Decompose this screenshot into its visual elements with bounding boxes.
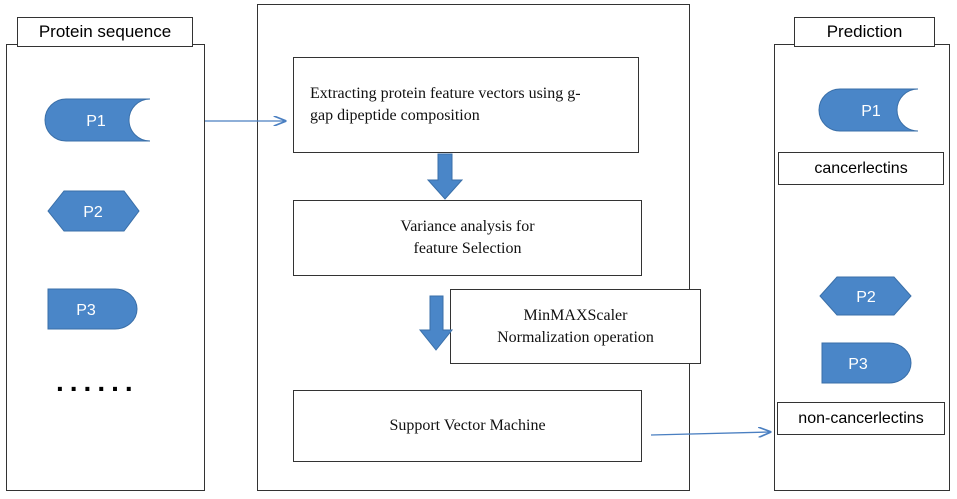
p1-capsule-icon: [44, 98, 151, 142]
output-arrow: [650, 432, 770, 435]
step-svm-label: Support Vector Machine: [389, 417, 546, 434]
step-variance-analysis-line1: Variance analysis for: [400, 218, 535, 235]
protein-p2-label: P2: [83, 204, 103, 221]
prediction-p2-label: P2: [856, 289, 876, 306]
pred-p3-bullet-icon: [821, 342, 912, 384]
prediction-title: Prediction: [794, 17, 935, 47]
protein-p3-label: P3: [76, 302, 96, 319]
prediction-p3-label: P3: [848, 356, 868, 373]
protein-p3-shape: P3: [47, 288, 138, 330]
more-sequences-ellipsis: ......: [56, 366, 139, 397]
protein-p1-shape: P1: [44, 98, 151, 142]
step-normalization-line1: MinMAXScaler: [523, 306, 628, 324]
protein-sequence-title: Protein sequence: [17, 17, 193, 47]
down-arrow-1: [426, 153, 464, 200]
pred-p2-hexagon-icon: [819, 276, 912, 316]
p2-hexagon-icon: [47, 190, 140, 232]
pred-p1-capsule-icon: [818, 88, 919, 132]
step-feature-extraction-line2: gap dipeptide composition: [310, 107, 480, 124]
prediction-p1-shape: P1: [818, 88, 919, 132]
protein-p1-label: P1: [86, 113, 106, 130]
prediction-p3-shape: P3: [821, 342, 912, 384]
step-feature-extraction-line1: Extracting protein feature vectors using…: [310, 85, 581, 102]
step-svm: Support Vector Machine: [293, 390, 642, 462]
step-feature-extraction: Extracting protein feature vectors using…: [293, 57, 639, 153]
prediction-p2-shape: P2: [819, 276, 912, 316]
non-cancerlectins-label: non-cancerlectins: [777, 402, 945, 435]
down-arrow-2: [418, 295, 454, 351]
protein-p2-shape: P2: [47, 190, 140, 232]
cancerlectins-label: cancerlectins: [778, 152, 944, 185]
step-variance-analysis: Variance analysis for feature Selection: [293, 200, 642, 276]
p3-bullet-icon: [47, 288, 138, 330]
step-variance-analysis-line2: feature Selection: [413, 240, 522, 257]
prediction-p1-label: P1: [861, 103, 881, 120]
step-normalization: MinMAXScaler Normalization operation: [450, 289, 701, 364]
step-normalization-line2: Normalization operation: [497, 328, 654, 346]
